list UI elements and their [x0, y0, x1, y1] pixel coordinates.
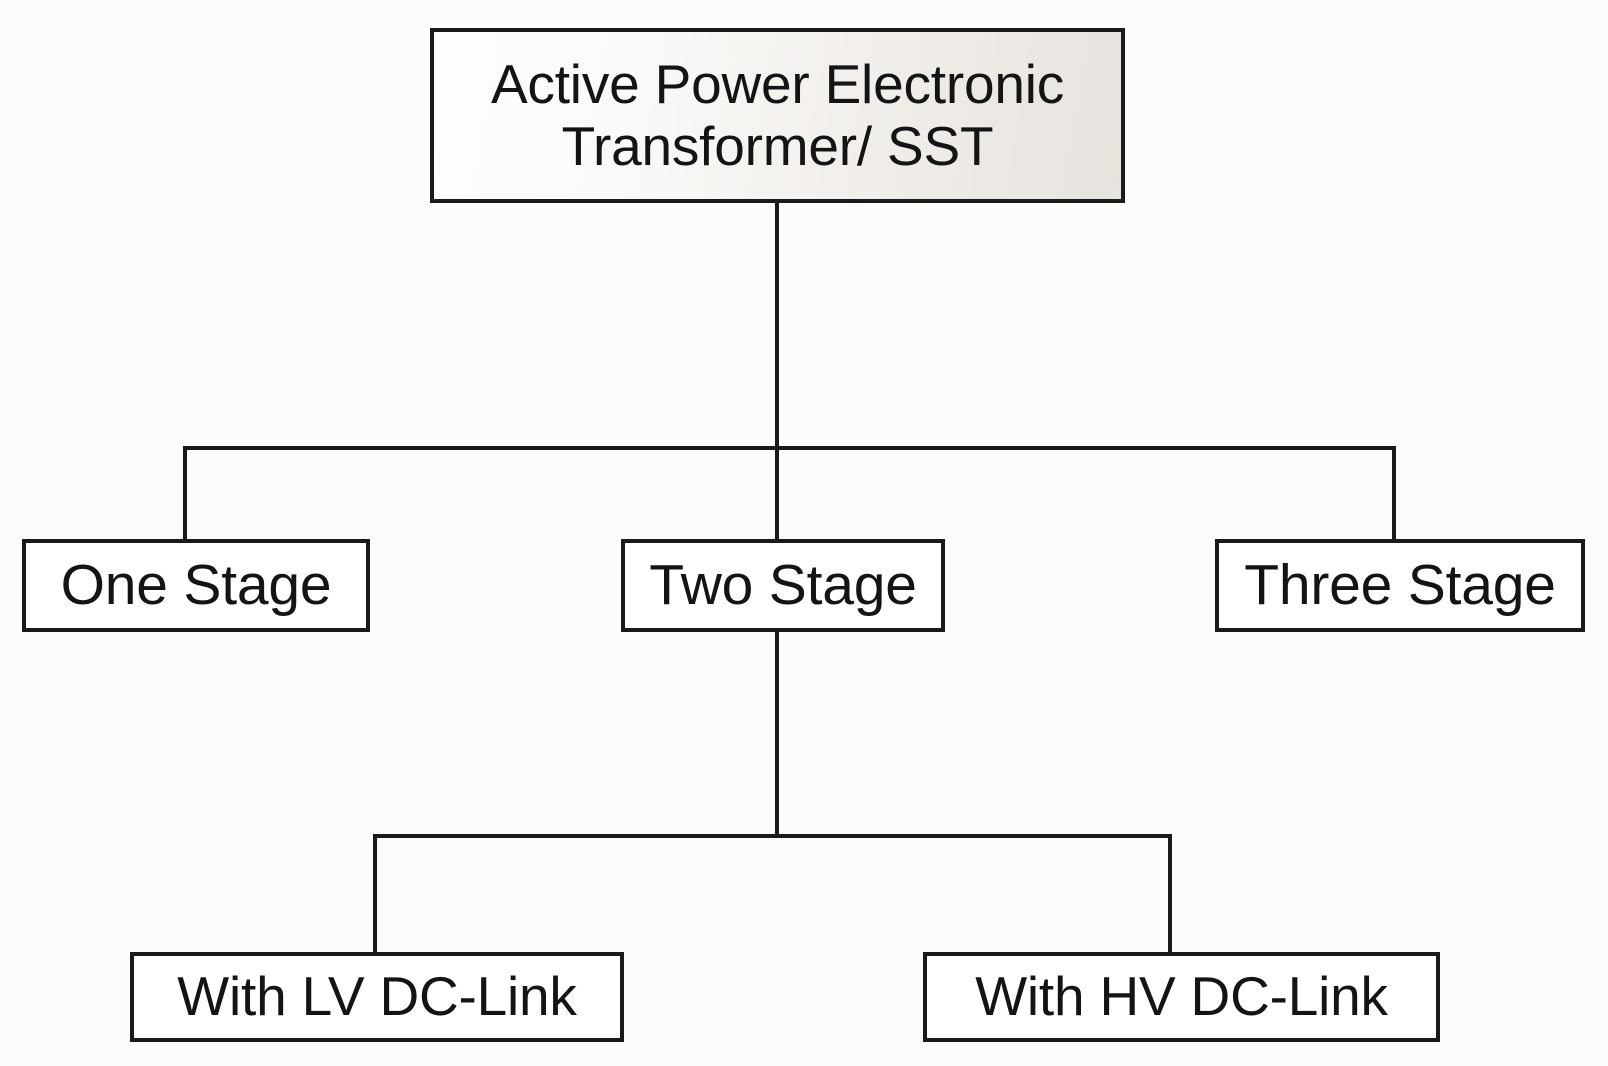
node-with-lv-dc-link[interactable]: With LV DC-Link [130, 952, 624, 1042]
node-with-hv-dc-link[interactable]: With HV DC-Link [923, 952, 1440, 1042]
node-three-stage-label: Three Stage [1244, 552, 1556, 617]
edge-drop-one-stage [183, 446, 187, 541]
node-root-active-power-electronic-transformer[interactable]: Active Power Electronic Transformer/ SST [430, 28, 1125, 203]
edge-root-stem [775, 203, 779, 450]
edge-drop-lv-dc-link [373, 834, 377, 954]
node-with-hv-dc-link-label: With HV DC-Link [975, 965, 1388, 1028]
edge-drop-three-stage [1392, 446, 1396, 541]
node-three-stage[interactable]: Three Stage [1215, 539, 1585, 632]
node-with-lv-dc-link-label: With LV DC-Link [177, 965, 577, 1028]
edge-tier2-bus [373, 834, 1172, 838]
node-two-stage-label: Two Stage [649, 552, 917, 617]
edge-two-stage-stem [775, 632, 779, 836]
node-two-stage[interactable]: Two Stage [621, 539, 945, 632]
node-root-label: Active Power Electronic Transformer/ SST [490, 52, 1065, 177]
node-one-stage[interactable]: One Stage [22, 539, 370, 632]
edge-drop-hv-dc-link [1168, 834, 1172, 954]
edge-tier1-bus [183, 446, 1396, 450]
node-one-stage-label: One Stage [60, 552, 332, 617]
edge-drop-two-stage [775, 446, 779, 541]
